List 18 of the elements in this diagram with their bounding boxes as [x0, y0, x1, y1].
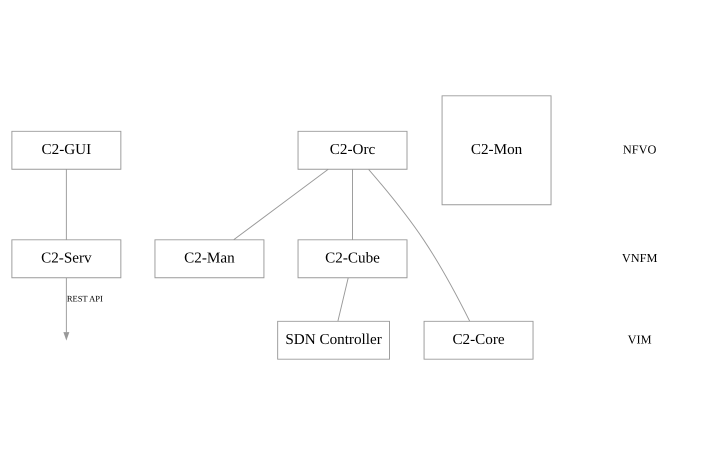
node-box: C2-GUI [11, 130, 122, 170]
node-box: SDN Controller [277, 320, 390, 360]
node-box: C2-Serv [11, 239, 122, 278]
connector [352, 168, 353, 240]
node-box: C2-Mon [442, 95, 552, 206]
node-box: C2-Man [154, 239, 264, 278]
label: VNFM [622, 250, 658, 265]
node-box: C2-Orc [298, 130, 408, 170]
connector [66, 168, 67, 240]
connector [233, 168, 329, 240]
arrow [63, 277, 70, 341]
node-box: C2-Cube [298, 239, 408, 278]
connector [368, 169, 470, 322]
edge-label: REST API [66, 294, 103, 304]
node-box: C2-Core [424, 320, 534, 360]
connector [337, 277, 349, 322]
label: VIM [628, 332, 652, 346]
label: NFVO [622, 142, 656, 156]
